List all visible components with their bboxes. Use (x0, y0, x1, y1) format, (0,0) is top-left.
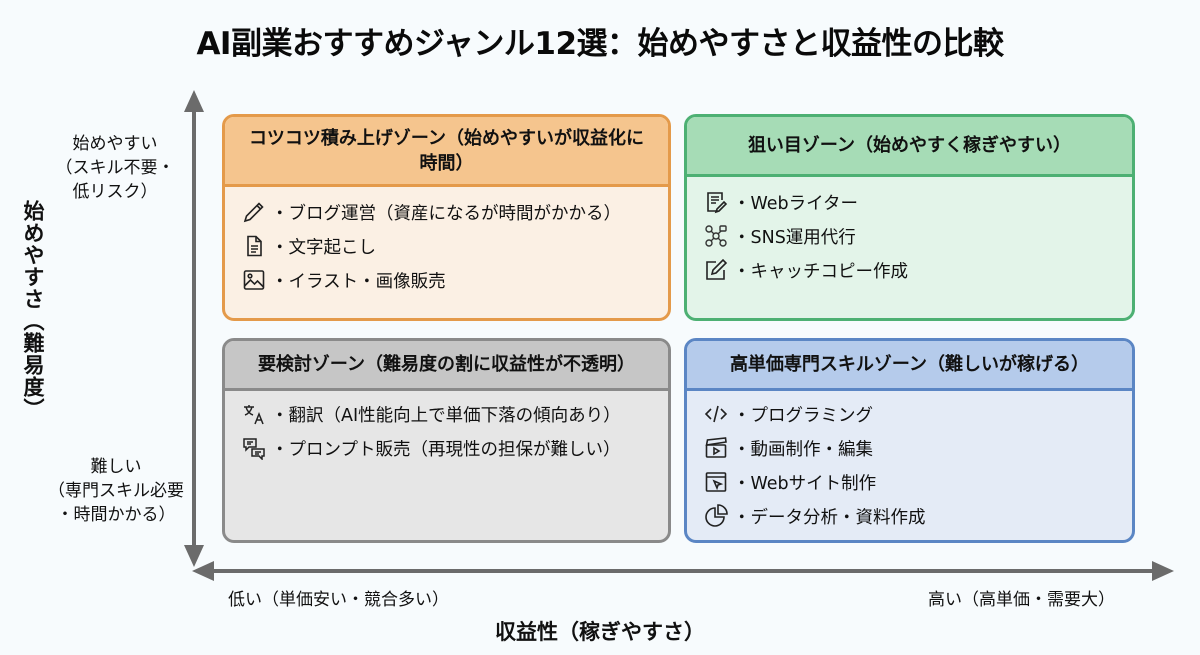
list-item: ・動画制作・編集 (703, 431, 1116, 465)
y-bottom-line-2: （専門スキル必要 (48, 481, 184, 501)
edit-square-icon (703, 257, 729, 283)
social-network-icon (703, 223, 729, 249)
list-item: ・翻訳（AI性能向上で単価下落の傾向あり） (241, 397, 652, 431)
y-top-line-3: 低リスク） (72, 182, 158, 202)
y-axis-top-label: 始めやすい （スキル不要・ 低リスク） (40, 132, 190, 204)
zone-title: 狙い目ゾーン（始めやすく稼ぎやすい） (687, 117, 1132, 177)
list-item: ・データ分析・資料作成 (703, 499, 1116, 533)
page-title: AI副業おすすめジャンル12選：始めやすさと収益性の比較 (196, 26, 1004, 62)
zone-high-value-skills: 高単価専門スキルゾーン（難しいが稼げる） ・プログラミング ・動画制作・編集 ・… (684, 338, 1135, 543)
zone-steady-accumulation: コツコツ積み上げゾーン（始めやすいが収益化に時間） ・ブログ運営（資産になるが時… (222, 114, 671, 321)
translate-icon (241, 401, 267, 427)
zone-title: 要検討ゾーン（難易度の割に収益性が不透明） (225, 341, 668, 391)
y-top-line-2: （スキル不要・ (55, 158, 175, 178)
list-item: ・Webライター (703, 185, 1116, 219)
list-item: ・イラスト・画像販売 (241, 263, 652, 297)
zone-title: 高単価専門スキルゾーン（難しいが稼げる） (687, 341, 1132, 391)
arrow-up-icon (184, 90, 204, 112)
vertical-axis-line (192, 95, 196, 560)
list-item: ・キャッチコピー作成 (703, 253, 1116, 287)
video-clapper-icon (703, 435, 729, 461)
y-top-line-1: 始めやすい (72, 134, 158, 154)
y-axis-title: 始めやすさ（難易度） (21, 200, 45, 420)
pie-chart-icon (703, 503, 729, 529)
arrow-right-icon (1152, 561, 1174, 581)
zone-title: コツコツ積み上げゾーン（始めやすいが収益化に時間） (225, 117, 668, 187)
image-icon (241, 267, 267, 293)
chat-bubbles-icon (241, 435, 267, 461)
code-icon (703, 401, 729, 427)
list-item: ・ブログ運営（資産になるが時間がかかる） (241, 195, 652, 229)
y-bottom-line-3: ・時間かかる） (56, 505, 176, 525)
arrow-left-icon (192, 561, 214, 581)
list-item: ・プログラミング (703, 397, 1116, 431)
pencil-icon (241, 199, 267, 225)
horizontal-axis-line (200, 569, 1160, 573)
list-item: ・文字起こし (241, 229, 652, 263)
zone-needs-consideration: 要検討ゾーン（難易度の割に収益性が不透明） ・翻訳（AI性能向上で単価下落の傾向… (222, 338, 671, 543)
list-item: ・SNS運用代行 (703, 219, 1116, 253)
x-axis-right-label: 高い（高単価・需要大） (928, 590, 1115, 610)
list-item: ・プロンプト販売（再現性の担保が難しい） (241, 431, 652, 465)
list-item: ・Webサイト制作 (703, 465, 1116, 499)
x-axis-left-label: 低い（単価安い・競合多い） (228, 590, 449, 610)
browser-cursor-icon (703, 469, 729, 495)
y-axis-bottom-label: 難しい （専門スキル必要 ・時間かかる） (40, 455, 192, 527)
document-icon (241, 233, 267, 259)
x-axis-title: 収益性（稼ぎやすさ） (495, 620, 705, 644)
y-bottom-line-1: 難しい (90, 457, 142, 477)
document-edit-icon (703, 189, 729, 215)
zone-target: 狙い目ゾーン（始めやすく稼ぎやすい） ・Webライター ・SNS運用代行 ・キャ… (684, 114, 1135, 321)
